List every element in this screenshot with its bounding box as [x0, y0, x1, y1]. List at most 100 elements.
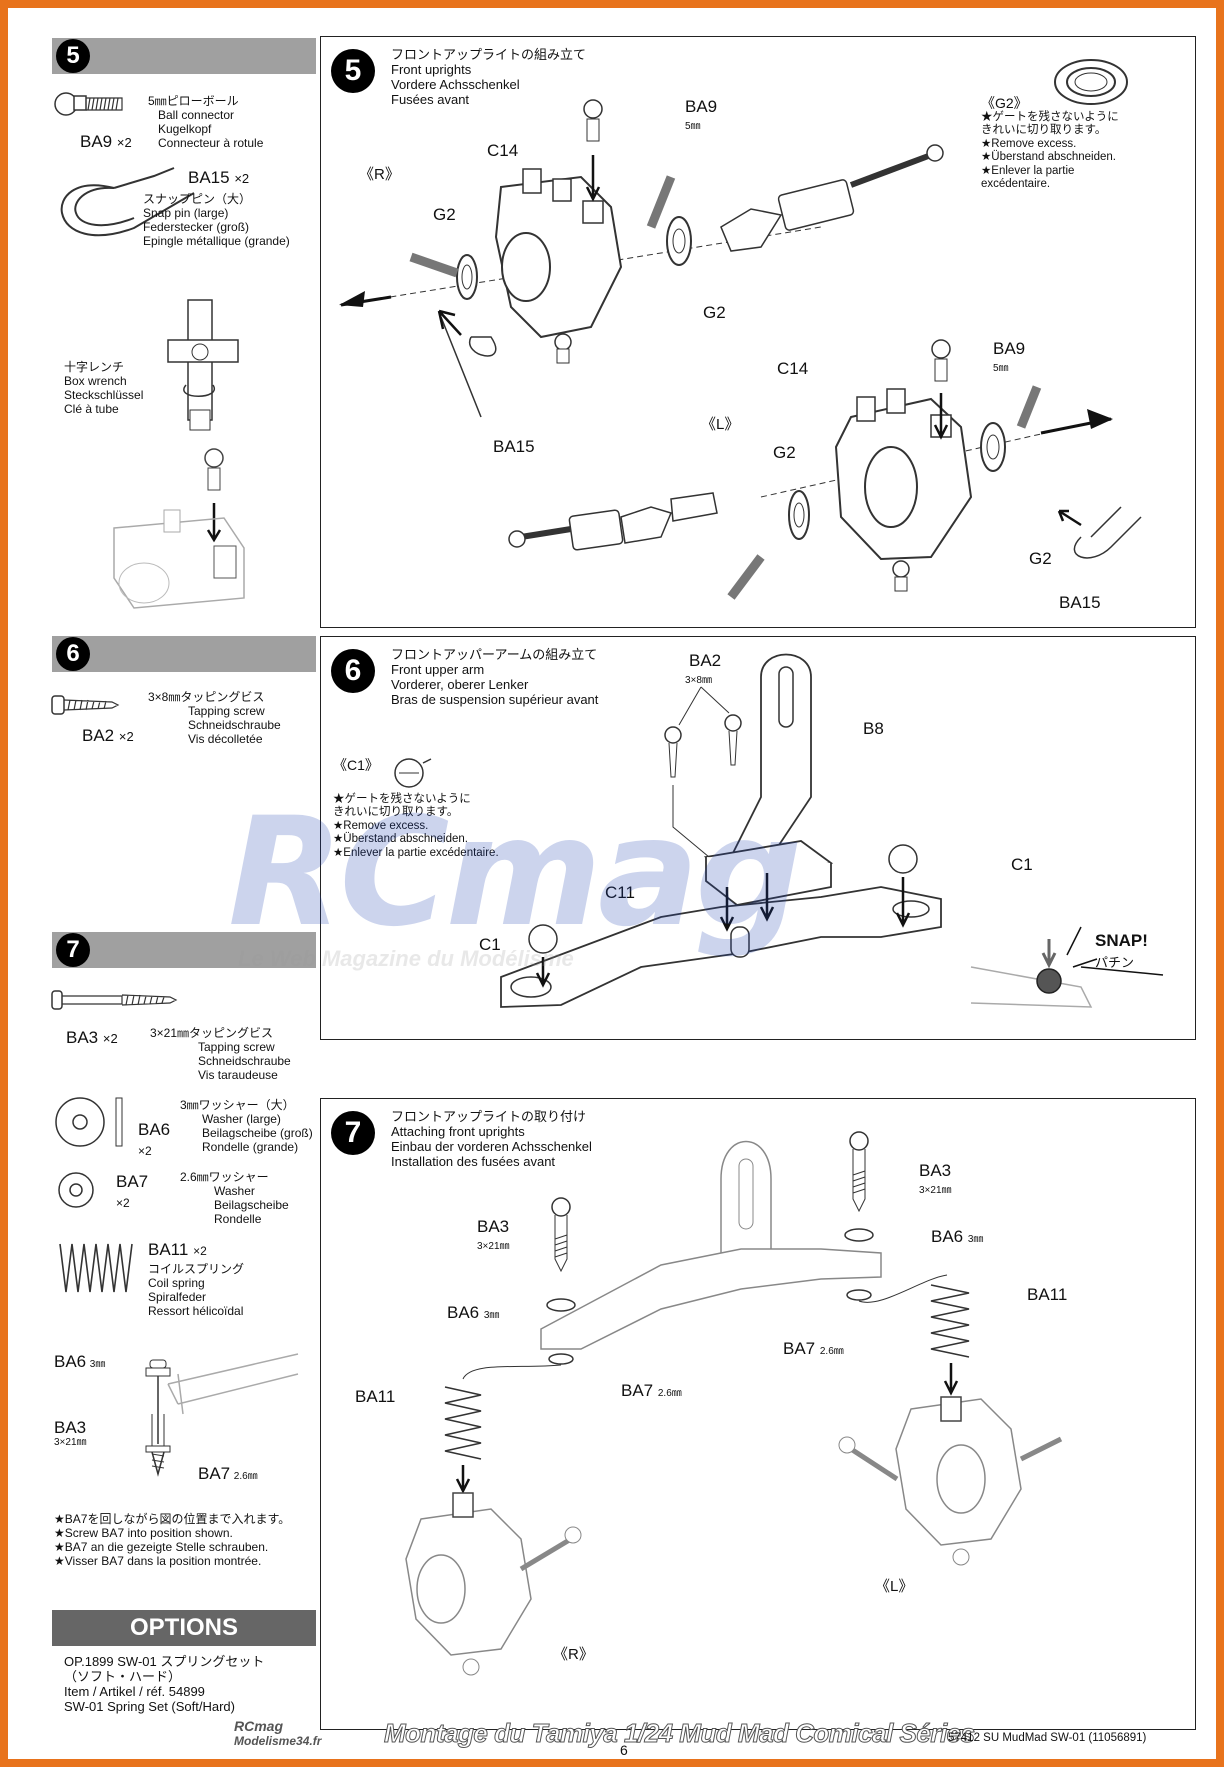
instruction-page: 5 BA9 ×2 5㎜ピローボール Ball connector Kugelko… [8, 8, 1216, 1759]
ba6-label-right: BA6 3㎜ [931, 1227, 984, 1246]
step7-panel: 7 フロントアップライトの取り付け Attaching front uprigh… [320, 1098, 1196, 1730]
ba11-code: BA11 ×2 [148, 1240, 207, 1259]
options-header: OPTIONS [52, 1610, 316, 1646]
kit-code: 57412 SU MudMad SW-01 (11056891) [948, 1732, 1147, 1744]
sidebar-step6-number: 6 [56, 637, 90, 671]
g2-label-l2: G2 [1029, 549, 1052, 568]
ba11-label-right: BA11 [1027, 1285, 1068, 1304]
step6-panel: 6 フロントアッパーアームの組み立て Front upper arm Vorde… [320, 636, 1196, 1040]
ba9-description: 5㎜ピローボール Ball connector Kugelkopf Connec… [148, 94, 264, 150]
ba9-label-r: BA9 [685, 97, 718, 116]
ba9-label-l: BA9 [993, 339, 1026, 358]
large-washer-icon [55, 1097, 123, 1147]
g2-bearing-icon [1054, 59, 1128, 105]
ba7-code: BA7×2 [116, 1172, 149, 1210]
diag-ba6-label: BA6 3㎜ [54, 1352, 106, 1371]
c1-trim-note: 《C1》 ★ゲートを残さないように きれいに切り取ります。 ★Remove ex… [333, 757, 499, 859]
ba6-code: BA6×2 [138, 1120, 171, 1158]
right-upright-exploded-view [339, 99, 944, 418]
ba2-label: BA2 [689, 651, 722, 670]
ba9-size-l: 5㎜ [993, 363, 1009, 374]
upper-arm-exploded-view [500, 653, 1164, 1008]
ba11-spring-right [930, 1284, 970, 1358]
step5-number: 5 [331, 49, 375, 93]
upright-ball-install-sketch [113, 448, 245, 609]
ba2-code: BA2 ×2 [82, 726, 134, 745]
ba2-description: 3×8㎜タッピングビス Tapping screw Schneidschraub… [148, 690, 281, 746]
ba15-code: BA15 ×2 [188, 168, 250, 187]
footer-banner: Montage du Tamiya 1/24 Mud Mad Comical S… [384, 1718, 976, 1749]
ba7-washer-right [846, 1289, 872, 1301]
c1-ball-right [888, 844, 918, 874]
diag-ba7-label: BA7 2.6㎜ [198, 1464, 258, 1483]
tapping-screw-icon [51, 695, 120, 715]
options-details: OP.1899 SW-01 スプリングセット （ソフト・ハード） Item / … [64, 1654, 265, 1714]
right-side-label-7: 《R》 [553, 1646, 594, 1663]
ba15-description: スナップピン（大） Snap pin (large) Federstecker … [143, 192, 290, 248]
c1-label-right: C1 [1011, 855, 1033, 874]
c1-ball-icon [394, 758, 432, 788]
ba9-code: BA9 ×2 [80, 132, 132, 151]
b8-label: B8 [863, 719, 884, 738]
step6-number: 6 [331, 649, 375, 693]
box-wrench-label: 十字レンチ Box wrench Steckschlüssel Clé à tu… [64, 360, 144, 416]
ba15-label-r: BA15 [493, 437, 535, 456]
ba3-screw-left [551, 1197, 571, 1217]
step7-number: 7 [331, 1111, 375, 1155]
footer-site-logo: RCmag Modelisme34.fr [234, 1718, 322, 1748]
ba7-note: ★BA7を回しながら図の位置まで入れます。 ★Screw BA7 into po… [54, 1512, 291, 1568]
c14-label-l: C14 [777, 359, 809, 378]
left-side-label-7: 《L》 [875, 1578, 914, 1595]
g2-label-r1: G2 [433, 205, 456, 224]
c11-label: C11 [605, 883, 635, 902]
ba6-washer-right [844, 1228, 874, 1242]
ba7-placement-sketch [145, 1353, 299, 1477]
coil-spring-icon [59, 1243, 133, 1293]
ba7-label-left: BA7 2.6㎜ [621, 1381, 682, 1400]
c14-label-r: C14 [487, 141, 519, 160]
ball-connector-icon [54, 92, 123, 116]
step7-title: フロントアップライトの取り付け Attaching front uprights… [391, 1109, 592, 1169]
sidebar-step6-bar: 6 [52, 636, 316, 672]
sidebar-step5-number: 5 [56, 39, 90, 73]
c1-ball-left [528, 924, 558, 954]
small-washer-icon [58, 1172, 94, 1208]
ba11-description: コイルスプリング Coil spring Spiralfeder Ressort… [148, 1262, 245, 1318]
snap-pin-icon [60, 167, 195, 237]
rcmag-watermark: RCmag Le Web Magazine du Modélisme [228, 798, 1008, 971]
ba3-label-right: BA3 [919, 1161, 952, 1180]
step5-panel: 5 フロントアップライトの組み立て Front uprights Vordere… [320, 36, 1196, 628]
step5-title: フロントアップライトの組み立て Front uprights Vordere A… [391, 47, 587, 107]
g2-label-r2: G2 [703, 303, 726, 322]
long-screw-icon [51, 990, 178, 1010]
upright-attachment-exploded-view [405, 1131, 1063, 1676]
ba7-label-right: BA7 2.6㎜ [783, 1339, 844, 1358]
ba11-spring-left [444, 1386, 482, 1460]
ba6-washer-left [546, 1298, 576, 1312]
snap-ball [1036, 968, 1062, 994]
left-upright-exploded-view [508, 339, 1142, 600]
c1-label-left: C1 [479, 935, 501, 954]
g2-trim-note: 《G2》 ★ゲートを残さないように きれいに切り取ります。 ★Remove ex… [981, 95, 1119, 190]
sidebar-step5-bar: 5 [52, 38, 316, 74]
ba6-label-left: BA6 3㎜ [447, 1303, 500, 1322]
ba2-size: 3×8㎜ [685, 675, 712, 686]
g2-label-l1: G2 [773, 443, 796, 462]
snap-jp-label: パチン [1095, 955, 1135, 970]
sidebar-step7-bar: 7 [52, 932, 316, 968]
step6-title: フロントアッパーアームの組み立て Front upper arm Vordere… [391, 647, 599, 707]
box-wrench-icon [167, 299, 239, 431]
ba11-label-left: BA11 [355, 1387, 396, 1406]
ba6-description: 3㎜ワッシャー（大） Washer (large) Beilagscheibe … [180, 1098, 313, 1154]
ba3-code: BA3 ×2 [66, 1028, 118, 1047]
snap-label: SNAP! [1095, 931, 1148, 950]
ba3-size-right: 3×21㎜ [919, 1185, 952, 1196]
ba15-label-l: BA15 [1059, 593, 1101, 612]
ba7-description: 2.6㎜ワッシャー Washer Beilagscheibe Rondelle [180, 1170, 289, 1226]
ba3-description: 3×21㎜タッピングビス Tapping screw Schneidschrau… [150, 1026, 291, 1082]
left-side-label: 《L》 [701, 416, 740, 433]
ba3-label-left: BA3 [477, 1217, 510, 1236]
ba7-washer-left [548, 1353, 574, 1365]
ba2-screw-right [724, 714, 742, 766]
